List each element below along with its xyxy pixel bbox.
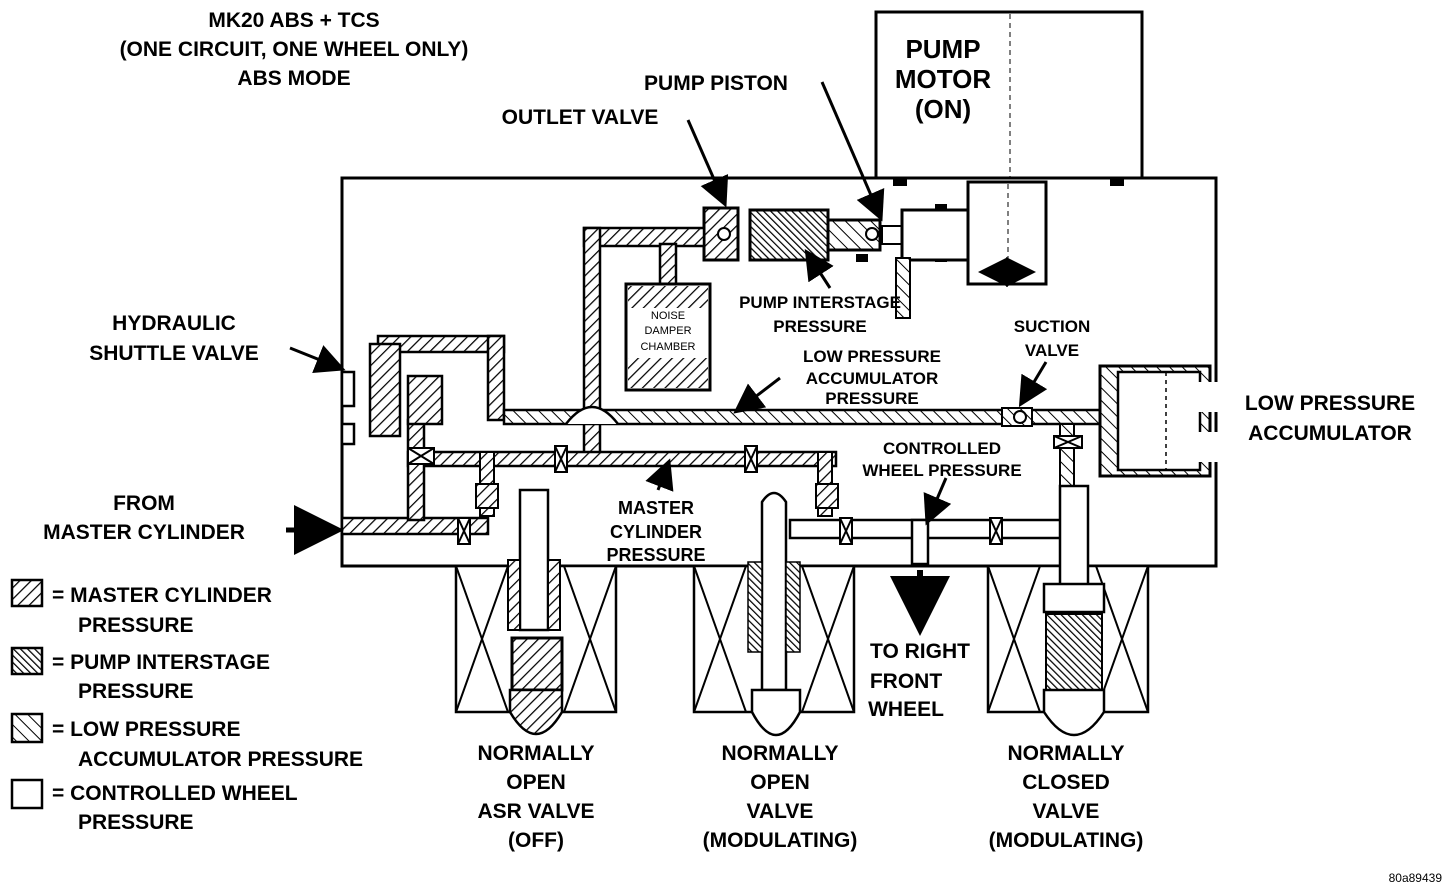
solenoid-normally-closed-valve [986, 484, 1150, 737]
label-lp-acc-pressure-3: PRESSURE [825, 389, 919, 408]
arrow-controlled-wheel [923, 477, 952, 526]
legend-2-line-1: = PUMP INTERSTAGE [52, 651, 270, 674]
solenoid-normally-open-valve [692, 491, 856, 737]
arrow-shuttle-valve [289, 345, 346, 374]
legend-3-line-1: = LOW PRESSURE [52, 718, 240, 741]
check-valve-8 [815, 483, 839, 509]
label-to-wheel-3: WHEEL [868, 698, 944, 721]
label-pump-piston: PUMP PISTON [644, 72, 788, 95]
hydraulic-shuttle-valve [340, 342, 444, 465]
legend-1-line-2: PRESSURE [78, 614, 194, 637]
label-lp-accumulator-1: LOW PRESSURE [1245, 392, 1415, 415]
check-valve-2 [554, 445, 568, 473]
valve-2-line-4: (MODULATING) [703, 829, 858, 852]
label-pump-interstage-2: PRESSURE [773, 317, 867, 336]
valve-3-line-2: CLOSED [1022, 771, 1110, 794]
noise-damper-line-2: DAMPER [644, 325, 691, 337]
arrow-lp-accumulator-pressure [733, 376, 781, 414]
label-controlled-wheel-2: WHEEL PRESSURE [862, 461, 1021, 480]
pump-motor: PUMP MOTOR (ON) [874, 10, 1144, 182]
valve-2-line-1: NORMALLY [721, 742, 838, 765]
label-lp-acc-pressure-1: LOW PRESSURE [803, 347, 941, 366]
label-shuttle-valve-1: HYDRAULIC [112, 312, 236, 335]
pump-motor-line-3: (ON) [915, 94, 971, 124]
legend-1-line-1: = MASTER CYLINDER [52, 584, 272, 607]
arrow-suction-valve [1018, 361, 1048, 408]
valve-1-line-3: ASR VALVE [477, 800, 594, 823]
figure-id: 80a89439 [1389, 871, 1443, 885]
legend-3-line-2: ACCUMULATOR PRESSURE [78, 748, 363, 771]
label-mc-pressure-2: CYLINDER [610, 522, 702, 542]
legend-swatch-low-pressure [10, 712, 44, 744]
check-valves [457, 407, 1083, 545]
arrow-pump-interstage [804, 248, 834, 289]
label-suction-valve-2: VALVE [1025, 341, 1079, 360]
label-to-wheel-2: FRONT [870, 670, 942, 693]
diagram-title: MK20 ABS + TCS (ONE CIRCUIT, ONE WHEEL O… [120, 9, 469, 90]
arrow-outlet-valve [686, 119, 729, 208]
pump-motor-line-2: MOTOR [895, 64, 992, 94]
suction-valve-symbol [1001, 407, 1033, 427]
title-line-3: ABS MODE [237, 67, 350, 90]
check-valve-1 [457, 517, 471, 545]
legend-4-line-2: PRESSURE [78, 811, 194, 834]
label-mc-pressure-1: MASTER [618, 498, 694, 518]
label-lp-accumulator-2: ACCUMULATOR [1248, 422, 1412, 445]
component-labels: PUMP PISTON OUTLET VALVE PUMP INTERSTAGE… [43, 72, 1415, 721]
check-valve-3 [744, 445, 758, 473]
label-controlled-wheel-1: CONTROLLED [883, 439, 1001, 458]
pointer-arrows [286, 81, 1048, 636]
title-line-2: (ONE CIRCUIT, ONE WHEEL ONLY) [120, 38, 469, 61]
legend-4-line-1: = CONTROLLED WHEEL [52, 782, 298, 805]
valve-2-line-3: VALVE [747, 800, 814, 823]
hydraulic-passages [340, 226, 1218, 566]
legend: = MASTER CYLINDER PRESSURE = PUMP INTERS… [10, 578, 363, 834]
noise-damper-line-1: NOISE [651, 310, 685, 322]
pump-assembly [702, 206, 970, 319]
valve-labels: NORMALLY OPEN ASR VALVE (OFF) NORMALLY O… [477, 742, 1143, 852]
valve-1-line-2: OPEN [506, 771, 566, 794]
pump-motor-line-1: PUMP [905, 34, 980, 64]
legend-swatch-controlled-wheel [10, 778, 44, 810]
check-valve-6 [1053, 435, 1083, 449]
valve-3-line-4: (MODULATING) [989, 829, 1144, 852]
check-valve-7 [475, 483, 499, 509]
legend-swatch-pump-interstage [10, 646, 44, 676]
label-pump-interstage-1: PUMP INTERSTAGE [739, 293, 901, 312]
label-mc-pressure-3: PRESSURE [606, 545, 705, 565]
check-valve-4 [839, 517, 853, 545]
valve-1-line-1: NORMALLY [477, 742, 594, 765]
valve-2-line-2: OPEN [750, 771, 810, 794]
legend-2-line-2: PRESSURE [78, 680, 194, 703]
arrow-pump-piston [820, 81, 885, 222]
label-shuttle-valve-2: SHUTTLE VALVE [89, 342, 259, 365]
solenoid-asr-valve [454, 488, 618, 736]
legend-swatch-master-cylinder [10, 578, 44, 608]
valve-1-line-4: (OFF) [508, 829, 564, 852]
pump-interstage-chamber [748, 208, 830, 262]
label-lp-acc-pressure-2: ACCUMULATOR [806, 369, 939, 388]
noise-damper-line-3: CHAMBER [640, 341, 695, 353]
label-to-wheel-1: TO RIGHT [870, 640, 970, 663]
arrow-master-cylinder-pressure [645, 458, 674, 492]
label-from-mc-2: MASTER CYLINDER [43, 521, 245, 544]
check-valve-5 [989, 517, 1003, 545]
noise-damper-chamber: NOISE DAMPER CHAMBER [582, 226, 712, 392]
valve-3-line-3: VALVE [1033, 800, 1100, 823]
label-from-mc-1: FROM [113, 492, 175, 515]
valve-3-line-1: NORMALLY [1007, 742, 1124, 765]
label-suction-valve-1: SUCTION [1014, 317, 1091, 336]
label-outlet-valve: OUTLET VALVE [502, 106, 659, 129]
title-line-1: MK20 ABS + TCS [208, 9, 379, 32]
